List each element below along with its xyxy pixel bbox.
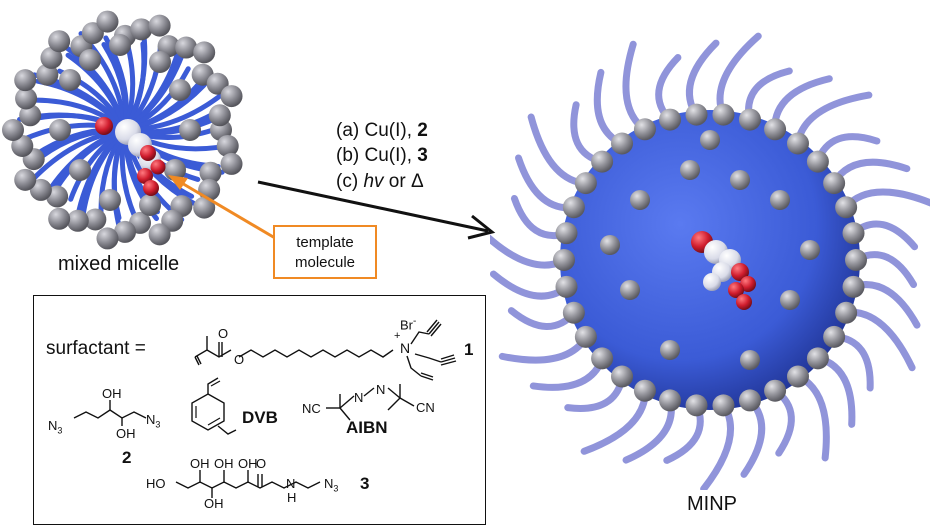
minp-label: MINP xyxy=(687,493,737,515)
atom-nc: NC xyxy=(302,401,321,416)
template-label-line1: template xyxy=(296,234,354,251)
surfactant-structure xyxy=(194,319,457,381)
callout-arrow xyxy=(168,175,276,240)
step-b: (b) Cu(I), 3 xyxy=(336,145,428,166)
compound-3-number: 3 xyxy=(360,474,370,493)
compound-2-number: 2 xyxy=(122,448,132,467)
atom-oh-a: OH xyxy=(102,386,122,401)
step-a: (a) Cu(I), 2 xyxy=(336,120,428,141)
plus-charge: + xyxy=(394,330,401,342)
chemical-structures-panel: surfactant = O O N + xyxy=(33,295,486,525)
atom-oh4: OH xyxy=(204,496,224,511)
atom-n-azo2: N xyxy=(376,382,386,397)
atom-n3-a: N3 xyxy=(48,418,63,436)
template-molecule-callout: template molecule xyxy=(273,225,377,279)
atom-n3-c: N3 xyxy=(324,476,339,494)
compound-2-structure xyxy=(73,400,147,426)
atom-oh3: OH xyxy=(238,456,258,471)
mixed-micelle-illustration xyxy=(2,10,243,250)
micelle-headgroups xyxy=(2,10,243,250)
step-c: (c) hv or Δ xyxy=(336,171,424,192)
atom-o1: O xyxy=(218,326,229,341)
surfactant-number: 1 xyxy=(464,340,474,359)
dvb-label: DVB xyxy=(242,408,278,427)
atom-n-plus: N xyxy=(400,340,411,356)
atom-n3-b: N3 xyxy=(146,412,161,430)
minp-headgroups xyxy=(553,103,867,417)
mixed-micelle-label: mixed micelle xyxy=(58,253,180,275)
template-molecule-small xyxy=(95,117,166,196)
atom-oh1: OH xyxy=(190,456,210,471)
aibn-structure xyxy=(326,384,415,421)
atom-cn: CN xyxy=(416,400,435,415)
surfactant-label: surfactant = xyxy=(46,338,146,359)
dvb-structure xyxy=(191,377,237,435)
atom-o2: O xyxy=(234,352,245,367)
minp-illustration xyxy=(490,32,930,490)
atom-o3: O xyxy=(256,456,267,471)
bromide-label: Br- xyxy=(400,316,417,333)
atom-n-azo1: N xyxy=(354,390,364,405)
atom-nh-n: N xyxy=(286,476,296,491)
compound-3-structure xyxy=(175,470,321,498)
atom-nh-h: H xyxy=(287,490,297,505)
atom-oh2: OH xyxy=(214,456,234,471)
atom-oh-b: OH xyxy=(116,426,136,441)
reaction-arrow xyxy=(257,180,496,240)
template-label-line2: molecule xyxy=(294,254,356,271)
atom-ho: HO xyxy=(146,476,166,491)
aibn-label: AIBN xyxy=(346,418,388,437)
template-molecule-minp xyxy=(691,231,756,310)
